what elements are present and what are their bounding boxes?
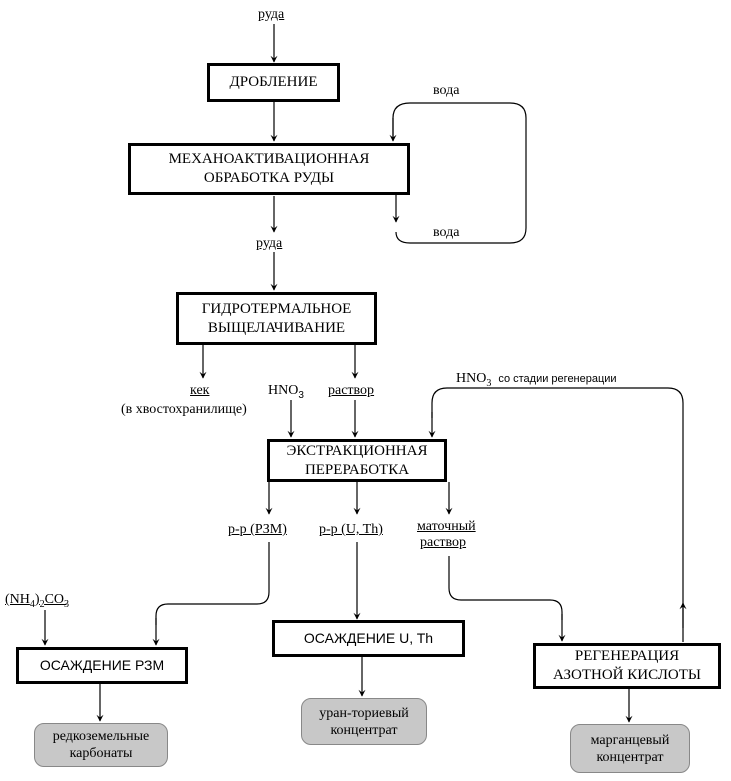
hno3-feed-label: HNO3 — [268, 383, 304, 401]
regeneration-box: РЕГЕНЕРАЦИЯ АЗОТНОЙ КИСЛОТЫ — [533, 643, 721, 689]
solution-label: раствор — [328, 383, 375, 398]
cake-label: кек — [190, 383, 210, 398]
mother-liquor-label-2: раствор — [420, 535, 467, 550]
ore-label-mid: руда — [256, 236, 283, 251]
line-mother-to-regen — [448, 556, 563, 620]
ore-label-top: руда — [258, 7, 285, 22]
water-loop — [392, 102, 527, 244]
mn-concentrate-product: марганцевый концентрат — [570, 724, 690, 773]
line-ree-to-precip — [155, 542, 270, 625]
u-th-concentrate-product: уран-ториевый концентрат — [301, 698, 427, 745]
hno3-recycle-line — [431, 387, 684, 642]
reagent-label: (NH4)2CO3 — [5, 592, 70, 610]
ree-carbonates-product: редкоземельные карбонаты — [34, 723, 168, 767]
mechanoactivation-box: МЕХАНОАКТИВАЦИОННАЯ ОБРАБОТКА РУДЫ — [128, 143, 410, 195]
u-th-precipitation-box: ОСАЖДЕНИЕ U, Th — [272, 620, 465, 657]
hno3-regen-label: HNO3 со стадии регенерации — [456, 371, 617, 389]
water-out-label: вода — [433, 225, 460, 240]
mother-liquor-label-1: маточный — [417, 519, 476, 534]
ree-precipitation-box: ОСАЖДЕНИЕ РЗМ — [16, 647, 188, 684]
hno3-regen-note: со стадии регенерации — [498, 373, 617, 385]
u-th-solution-label: р-р (U, Th) — [319, 522, 383, 537]
leaching-box: ГИДРОТЕРМАЛЬНОЕ ВЫЩЕЛАЧИВАНИЕ — [176, 292, 377, 345]
crushing-box: ДРОБЛЕНИЕ — [207, 63, 340, 102]
ree-solution-label: р-р (РЗМ) — [228, 522, 287, 537]
cake-note: (в хвостохранилище) — [121, 402, 247, 417]
extraction-box: ЭКСТРАКЦИОННАЯ ПЕРЕРАБОТКА — [267, 439, 447, 482]
water-in-label: вода — [433, 83, 460, 98]
